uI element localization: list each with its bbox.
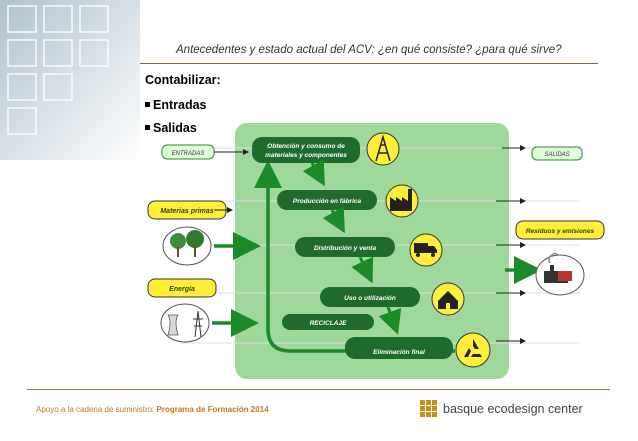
footer-text: Apoyo a la cadena de suministro: Program…: [36, 405, 269, 414]
stage-obtencion: [252, 137, 360, 163]
reciclaje-box: [282, 314, 374, 330]
truck-icon: [409, 233, 443, 267]
stage-distribucion-label: Distribución y venta: [314, 245, 377, 252]
footer-text-bold: Programa de Formación 2014: [156, 405, 269, 414]
stage-uso-label: Uso o utilización: [344, 295, 396, 302]
footer-logo: basque ecodesign center: [420, 400, 583, 417]
slide-heading: Contabilizar:: [145, 73, 221, 87]
energia-label: Energía: [169, 286, 195, 293]
recycle-loop-arrow: [254, 160, 455, 353]
bullet-square-icon: [145, 102, 150, 108]
factory-icon: [385, 184, 419, 218]
stage-produccion-label: Producción en fábrica: [293, 198, 362, 205]
stage-eliminacion: [345, 337, 453, 359]
slide-title: Antecedentes y estado actual del ACV: ¿e…: [176, 44, 562, 56]
bullet-label: Entradas: [153, 98, 207, 112]
logo-grid-icon: [420, 400, 437, 417]
stage-distribucion: [295, 237, 395, 257]
recycle-icon: [455, 332, 491, 368]
stage-uso: [320, 287, 420, 307]
corner-decoration: [0, 0, 140, 160]
footer-divider: [27, 389, 610, 390]
trees-icon: [162, 226, 212, 266]
salidas-label: SALIDAS: [544, 152, 569, 158]
power-tower-icon: [160, 303, 210, 343]
bullet-salidas: Salidas: [145, 121, 197, 135]
bullet-entradas: Entradas: [145, 98, 207, 112]
stage-produccion: [277, 190, 377, 210]
title-divider: [140, 63, 598, 64]
pollution-icon: [535, 252, 585, 296]
salidas-box: [531, 146, 583, 161]
stage-obtencion-line2: materiales y componentes: [265, 152, 347, 159]
stage-obtencion-line1: Obtención y consumo de: [267, 143, 345, 150]
logo-text: basque ecodesign center: [443, 401, 583, 416]
footer-text-prefix: Apoyo a la cadena de suministro:: [36, 405, 157, 414]
materias-primas-label: Materias primas: [160, 208, 213, 215]
reciclaje-label: RECICLAJE: [310, 320, 348, 327]
stage-eliminacion-label: Eliminación final: [373, 349, 425, 356]
residuos-box: [515, 220, 605, 240]
entradas-label: ENTRADAS: [172, 151, 205, 157]
lca-diagram: ENTRADAS Materias primas Energía Obtenci…: [147, 123, 605, 379]
bullet-label: Salidas: [153, 121, 197, 135]
energia-box: [147, 278, 217, 298]
bullet-square-icon: [145, 125, 150, 131]
residuos-label: Residuos y emisiones: [526, 228, 595, 235]
house-icon: [431, 282, 465, 316]
oil-tower-icon: [366, 132, 400, 166]
